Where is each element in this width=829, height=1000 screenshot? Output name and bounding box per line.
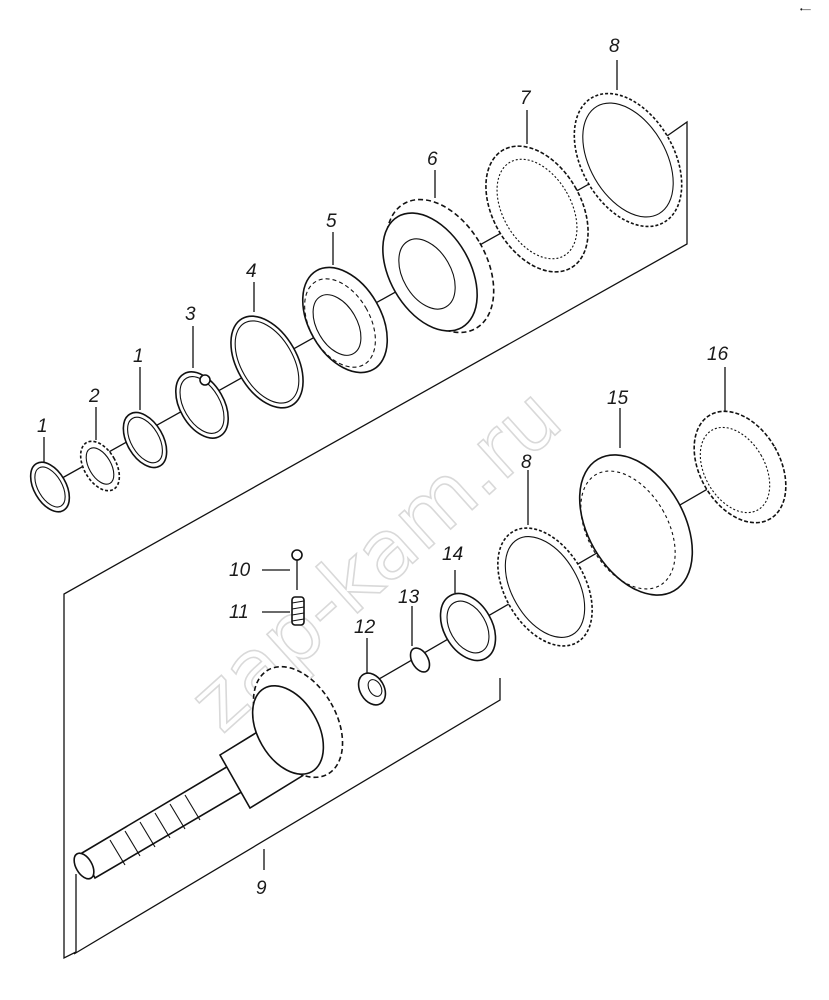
label-part-12: 12 bbox=[354, 617, 376, 638]
part-16-synchro-ring bbox=[693, 410, 787, 524]
part-14-thrust-washer bbox=[439, 592, 497, 662]
part-4-ring bbox=[230, 315, 304, 409]
label-part-9: 9 bbox=[256, 878, 267, 899]
label-part-3: 3 bbox=[185, 304, 196, 325]
part-9-main-shaft bbox=[73, 665, 344, 880]
upper-frame bbox=[63, 120, 688, 960]
label-part-11: 11 bbox=[229, 602, 249, 623]
part-1-circlip bbox=[29, 461, 71, 513]
label-part-4: 4 bbox=[246, 261, 257, 282]
label-part-7: 7 bbox=[520, 88, 532, 109]
part-3-snap-ring bbox=[174, 371, 230, 439]
label-part-8-upper: 8 bbox=[609, 36, 620, 57]
part-11-spring bbox=[291, 596, 305, 626]
part-2-toothed-washer bbox=[79, 440, 121, 492]
label-part-8-lower: 8 bbox=[521, 452, 532, 473]
label-part-14: 14 bbox=[442, 544, 463, 565]
label-part-10: 10 bbox=[229, 560, 251, 581]
part-12-washer bbox=[357, 672, 387, 706]
lower-frame bbox=[73, 678, 501, 955]
label-part-5: 5 bbox=[326, 211, 337, 232]
part-15-sleeve bbox=[578, 454, 694, 596]
corner-mark: •— bbox=[800, 5, 811, 14]
label-part-15: 15 bbox=[607, 388, 629, 409]
part-8-ring-lower bbox=[497, 527, 593, 647]
label-part-16: 16 bbox=[707, 344, 729, 365]
label-part-1: 1 bbox=[37, 416, 48, 437]
upper-leaders bbox=[43, 60, 618, 463]
label-part-6: 6 bbox=[427, 149, 438, 170]
part-8-ring-upper bbox=[573, 92, 683, 228]
part-7-synchro-ring bbox=[485, 145, 589, 273]
lower-leaders bbox=[262, 367, 726, 870]
part-10-pin bbox=[291, 549, 303, 590]
label-part-2: 2 bbox=[88, 386, 100, 407]
part-1-circlip-second bbox=[122, 411, 168, 469]
part-5-roller-bearing bbox=[301, 266, 389, 374]
label-part-13: 13 bbox=[398, 587, 420, 608]
part-6-gear bbox=[382, 198, 495, 334]
part-13-lock-ring bbox=[409, 647, 431, 673]
label-part-1-second: 1 bbox=[133, 346, 144, 367]
